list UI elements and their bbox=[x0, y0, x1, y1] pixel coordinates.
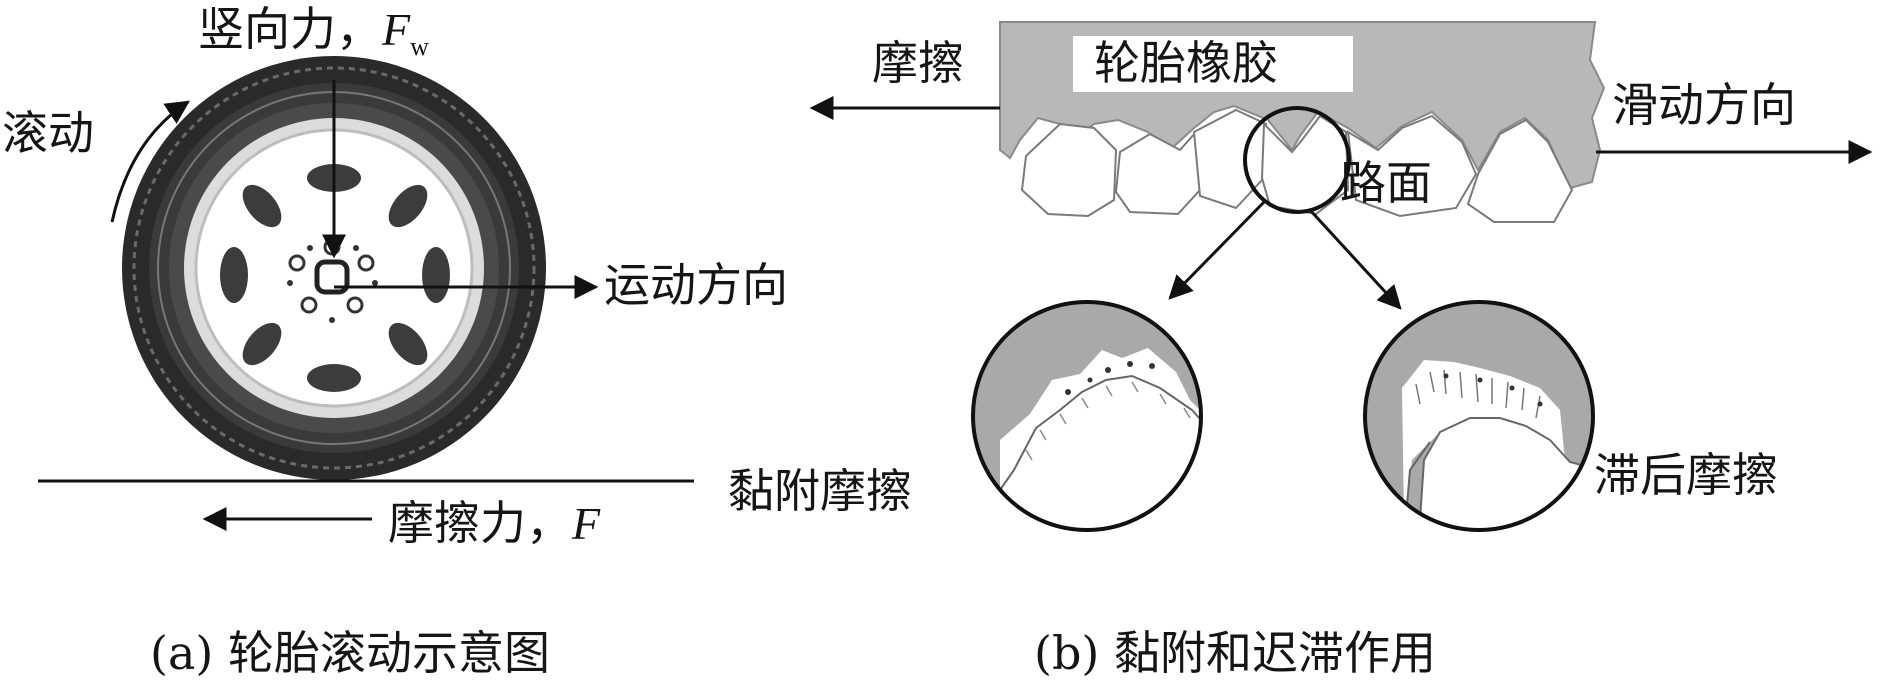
friction-force-text: 摩擦力， bbox=[388, 496, 572, 550]
vertical-force-subscript: w bbox=[410, 32, 429, 61]
vertical-force-symbol: F bbox=[382, 4, 411, 55]
tire bbox=[122, 56, 546, 480]
zoom-circle bbox=[1243, 106, 1351, 214]
tire-rubber-label: 轮胎橡胶 bbox=[1094, 36, 1278, 90]
hysteresis-friction-label: 滞后摩擦 bbox=[1594, 448, 1778, 502]
zoom-arrow-adhesion bbox=[1168, 198, 1268, 300]
rolling-label: 滚动 bbox=[2, 106, 94, 160]
adhesion-friction-label: 黏附摩擦 bbox=[728, 464, 912, 518]
hysteresis-detail-border bbox=[1363, 300, 1595, 532]
hub bbox=[314, 259, 350, 295]
friction-force-symbol: F bbox=[572, 498, 601, 549]
sliding-direction-label: 滑动方向 bbox=[1612, 78, 1796, 132]
rim-windows bbox=[220, 164, 450, 392]
caption-b: (b) 黏附和迟滞作用 bbox=[1034, 626, 1436, 680]
caption-a: (a) 轮胎滚动示意图 bbox=[150, 626, 550, 680]
motion-direction-label: 运动方向 bbox=[604, 258, 788, 312]
adhesion-detail bbox=[973, 302, 1201, 530]
adhesion-detail-border bbox=[971, 300, 1203, 532]
friction-force-label: 摩擦力，F bbox=[388, 500, 600, 547]
vertical-force-label: 竖向力，Fw bbox=[198, 4, 429, 60]
friction-label: 摩擦 bbox=[872, 36, 964, 90]
vertical-force-text: 竖向力， bbox=[198, 2, 382, 56]
zoom-arrow-hysteresis bbox=[1308, 208, 1402, 310]
road-surface-label: 路面 bbox=[1340, 156, 1432, 210]
road-aggregates bbox=[1020, 108, 1574, 223]
tire-rubber-label-bg bbox=[1073, 36, 1353, 92]
hysteresis-detail bbox=[1365, 302, 1593, 530]
rolling-arrow bbox=[110, 100, 191, 223]
